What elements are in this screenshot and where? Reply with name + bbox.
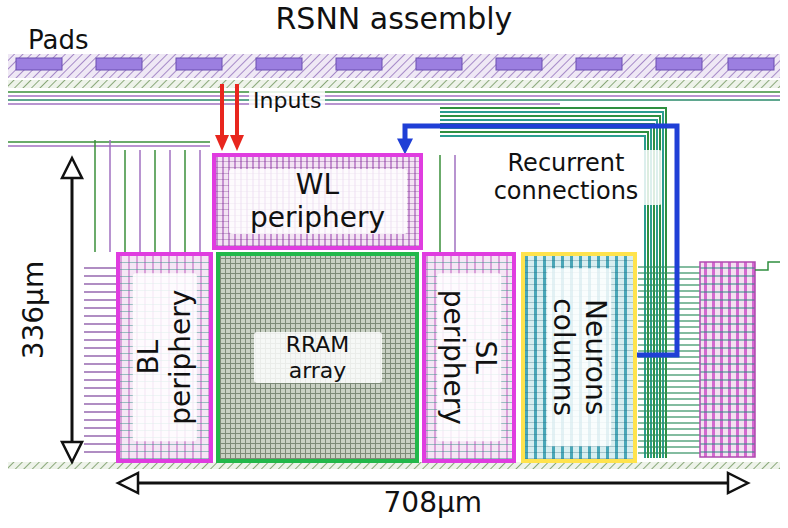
wire [8, 99, 780, 101]
wire [139, 150, 141, 252]
bl-wires [84, 262, 116, 458]
wire [454, 155, 456, 252]
wire [8, 141, 210, 143]
pad [96, 58, 142, 70]
wire [109, 140, 111, 252]
periphery-block: SL periphery [422, 252, 516, 463]
output-block [700, 262, 755, 457]
pad [16, 58, 62, 70]
pad [336, 58, 382, 70]
dimension-arrowhead [728, 473, 748, 493]
wire [199, 150, 201, 252]
dimension-line [71, 176, 74, 444]
wire [8, 95, 780, 97]
neuron-wires [638, 262, 700, 458]
connector-label: Recurrent connections [470, 150, 662, 205]
wire [439, 155, 441, 252]
block-label: WL periphery [229, 169, 407, 233]
pads-label: Pads [28, 26, 89, 56]
dimension-arrowhead [118, 473, 138, 493]
power-rail [8, 80, 780, 88]
wire [94, 140, 96, 252]
block-label: SL periphery [437, 274, 501, 442]
input-arrow [235, 84, 239, 136]
wire [8, 145, 210, 147]
dimension-label: 708µm [384, 487, 483, 519]
dimension-arrowhead [62, 158, 82, 178]
dimension-line [136, 482, 730, 485]
neuron-block: Neurons columns [521, 252, 637, 463]
block-label: Neurons columns [547, 269, 611, 447]
block-label: BL periphery [132, 274, 196, 442]
wire [169, 150, 171, 252]
pad [576, 58, 622, 70]
wire [124, 150, 126, 252]
dimension-arrowhead [62, 442, 82, 462]
pad [256, 58, 302, 70]
signal-label: Inputs [249, 88, 325, 113]
input-arrowhead [230, 135, 244, 151]
pad [416, 58, 462, 70]
pad [496, 58, 542, 70]
block-label: RRAM array [254, 332, 382, 383]
memory-array: RRAM array [216, 252, 419, 463]
dimension-label: 336µm [18, 261, 50, 360]
pad-ring [8, 54, 780, 78]
periphery-block: WL periphery [212, 153, 423, 250]
wire [154, 150, 156, 252]
input-arrowhead [215, 135, 229, 151]
wire [755, 262, 780, 270]
pad [656, 58, 702, 70]
wire [8, 91, 780, 93]
ground-rail [8, 462, 780, 469]
pad [728, 58, 774, 70]
pad [176, 58, 222, 70]
periphery-block: BL periphery [116, 252, 213, 463]
input-arrow [220, 84, 224, 136]
diagram-title: RSNN assembly [276, 2, 513, 37]
wire [184, 150, 186, 252]
